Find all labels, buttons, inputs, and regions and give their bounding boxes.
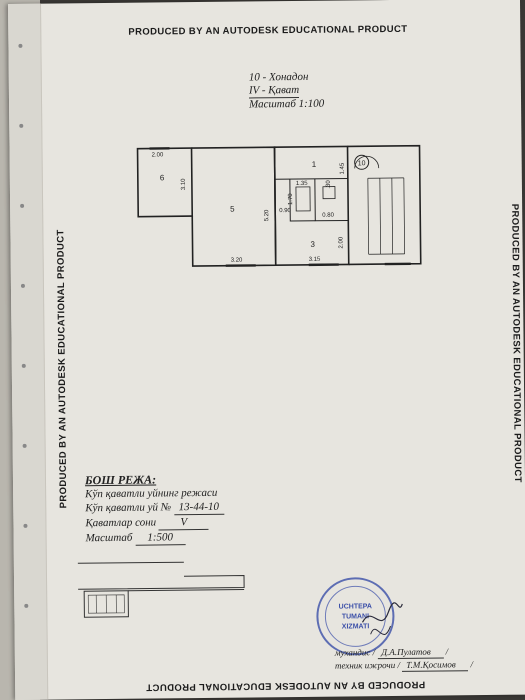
building-block	[83, 590, 129, 618]
dim-label: 3.15	[309, 257, 321, 263]
handwritten-signature	[370, 625, 392, 635]
door-swing	[354, 155, 380, 169]
dim-label: 2.00	[152, 152, 164, 158]
punch-hole	[23, 523, 28, 528]
stamp-line: TUMANI	[342, 613, 369, 620]
corridor-wall	[274, 177, 348, 180]
house-number-label: Кўп қаватли уй №	[85, 501, 172, 515]
punch-hole	[22, 443, 27, 448]
watermark-top: PRODUCED BY AN AUTODESK EDUCATIONAL PROD…	[128, 23, 408, 38]
punch-hole	[21, 363, 26, 368]
stair-edges	[367, 177, 405, 255]
stamp-line: XIZMATI	[342, 623, 370, 630]
dim-label: 0.80	[322, 213, 334, 219]
dim-label: 1.45	[340, 162, 346, 174]
punch-hole	[24, 603, 29, 608]
floors-count-value: V	[158, 514, 209, 531]
floors-count-label: Қаватлар сони	[85, 516, 157, 530]
dim-label: 0.90	[279, 208, 291, 214]
site-boundary	[128, 589, 245, 592]
site-outline	[77, 561, 245, 590]
wc-fixture	[322, 186, 336, 200]
dim-label: 2.00	[338, 236, 344, 248]
room-5-label: 5	[230, 205, 235, 214]
punch-hole	[18, 43, 23, 48]
watermark-right: PRODUCED BY AN AUTODESK EDUCATIONAL PROD…	[509, 203, 524, 483]
floor-label: IV - Қават	[248, 83, 300, 99]
plan-header: 10 - Хонадон IV - Қават Масштаб 1:100	[249, 71, 325, 112]
stamp-line: UCHTEPA	[339, 603, 372, 610]
room-6-label: 6	[160, 173, 165, 182]
signatures-block: мухандис / Д.А.Пулатов / техник ижрочи /…	[334, 645, 474, 672]
technician-name: Т.М.Қосимов	[402, 658, 469, 672]
engineer-name: Д.А.Пулатов	[377, 645, 444, 660]
notes-line1: Кўп қаватли уйнинг режаси	[85, 486, 218, 501]
punch-hole	[20, 283, 25, 288]
binding-strip	[8, 3, 49, 700]
notes-title: БОШ РЕЖА:	[84, 472, 157, 488]
dim-label: 1.70	[288, 193, 294, 205]
building-interior	[87, 594, 125, 614]
bathtub	[295, 186, 311, 212]
scale-label: Масштаб 1:100	[249, 97, 325, 111]
dim-label: 3.10	[181, 178, 187, 190]
dim-label: 1.35	[296, 181, 308, 187]
floor-plan: 6 5 1 3 10 2.00 3.10 5.20 3.20 3.15 1.35…	[136, 144, 422, 267]
watermark-bottom: PRODUCED BY AN AUTODESK EDUCATIONAL PROD…	[145, 678, 426, 693]
general-plan-notes: БОШ РЕЖА: Кўп қаватли уйнинг режаси Кўп …	[85, 472, 224, 546]
stair-steps	[367, 177, 405, 255]
dim-label: 5.20	[264, 209, 270, 221]
site-scale-label: Масштаб	[85, 531, 133, 545]
technician-label: техник ижрочи	[334, 659, 396, 671]
stair-number-circle	[354, 154, 370, 170]
apartment-label: 10 - Хонадон	[248, 70, 309, 84]
site-scale-value: 1:500	[135, 530, 186, 546]
punch-hole	[20, 203, 25, 208]
dim-label: 3.20	[231, 258, 243, 264]
room-1-label: 1	[312, 160, 317, 169]
document-page: PRODUCED BY AN AUTODESK EDUCATIONAL PROD…	[8, 0, 525, 700]
toilet-wall	[289, 179, 316, 222]
watermark-left: PRODUCED BY AN AUTODESK EDUCATIONAL PROD…	[55, 229, 70, 509]
house-number-value: 13-44-10	[173, 499, 224, 516]
stair-number: 10	[358, 160, 366, 167]
dim-label: .30	[326, 180, 332, 189]
windows	[225, 262, 411, 267]
site-plan	[77, 561, 245, 618]
punch-hole	[19, 123, 24, 128]
handwritten-signature	[361, 602, 403, 623]
official-stamp: UCHTEPA TUMANI XIZMATI	[316, 577, 403, 656]
room-3-label: 3	[310, 240, 315, 249]
engineer-label: мухандис	[334, 647, 371, 658]
